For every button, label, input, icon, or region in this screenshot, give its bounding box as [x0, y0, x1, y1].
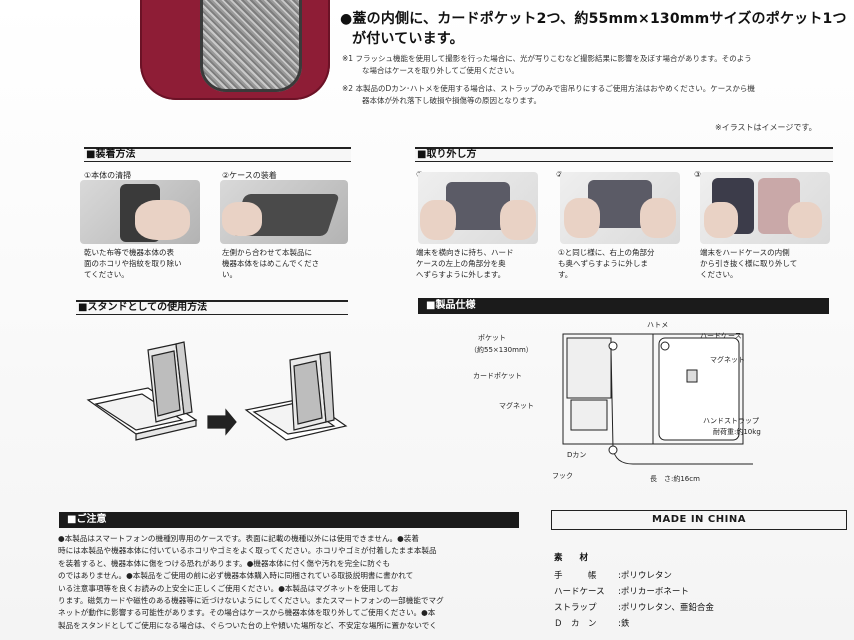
caution-text: ●本製品はスマートフォンの機種別専用のケースです。表面に記載の機種以外には使用で… — [58, 533, 528, 632]
spec-section-header: ■製品仕様 — [418, 298, 829, 314]
remove-step2-photo — [560, 172, 680, 244]
material-value: :鉄 — [618, 619, 630, 629]
material-label: ストラップ — [554, 603, 597, 613]
spec-diagram — [553, 326, 763, 476]
remove-step3-photo — [700, 172, 830, 244]
spec-hard-case-label: ハードケース — [700, 332, 742, 340]
phone-device — [446, 182, 510, 230]
material-label: Ｄ カ ン — [554, 619, 597, 629]
remove-step2-text-c: す。 — [558, 270, 573, 279]
remove-step1-photo — [418, 172, 538, 244]
case-photo — [140, 0, 330, 100]
hand-graphic — [564, 198, 600, 238]
remove-step1-text-a: 端末を横向きに持ち、ハード — [416, 248, 514, 257]
material-value: :ポリウレタン — [618, 571, 672, 581]
hand-graphic — [640, 198, 676, 238]
caution-section-header: ■ご注意 — [59, 512, 519, 528]
feature-bullet: ●蓋の内側に、カードポケット2つ、約55mm×130mmサイズのポケット1つ — [340, 11, 847, 27]
caution-line: 時には本製品や機器本体に付いているホコリやゴミをよく取ってください。ホコリやゴミ… — [58, 546, 437, 556]
mount-step2-text-b: 機器本体をはめこんでくださ — [222, 259, 320, 268]
remove-step2-label: ② — [556, 170, 563, 179]
remove-step3-text-a: 端末をハードケースの内側 — [700, 248, 790, 257]
material-label: 手 帳 — [554, 571, 597, 581]
note-flash-1: ※1 フラッシュ機能を使用して撮影を行った場合に、光が写りこむなど撮影結果に影響… — [342, 54, 752, 63]
mount-section-header: ■装着方法 — [84, 147, 351, 162]
spec-length-label: 長 さ:約16cm — [650, 475, 700, 483]
hand-graphic — [135, 200, 190, 240]
material-value: :ポリウレタン、亜鉛合金 — [618, 603, 714, 613]
note-dkan-2: 器本体が外れ落下し破損や損傷等の原因となります。 — [362, 96, 542, 105]
spec-hand-strap-label: ハンドストラップ — [703, 417, 759, 425]
stand-section-header: ■スタンドとしての使用方法 — [76, 300, 348, 315]
remove-step1-text-b: ケースの左上の角部分を奥 — [416, 259, 506, 268]
spec-load-label: 耐荷重:約10kg — [713, 428, 761, 436]
illustration-note: ※イラストはイメージです。 — [715, 123, 817, 132]
hand-graphic — [420, 200, 456, 240]
mount-step2-text-c: い。 — [222, 270, 237, 279]
spec-dkan-label: Dカン — [567, 451, 587, 459]
remove-step3-text-b: から引き抜く様に取り外して — [700, 259, 798, 268]
mount-step1-photo — [80, 180, 200, 244]
caution-line: 製品をスタンドとしてご使用になる場合は、ぐらついた台の上や傾いた場所など、不安定… — [58, 620, 437, 630]
mount-step2-label: ②ケースの装着 — [222, 171, 277, 180]
mount-step2-text-a: 左側から合わせて本製品に — [222, 248, 312, 257]
spec-magnet-left-label: マグネット — [499, 402, 534, 410]
remove-step3-label: ③ — [694, 170, 702, 179]
material-label: ハードケース — [554, 587, 605, 597]
spec-hatome-label: ハトメ — [647, 321, 669, 329]
spec-card-pocket-label: カードポケット — [473, 372, 522, 380]
mount-step2-photo — [220, 180, 348, 244]
caution-line: ります。磁気カードや磁性のある機器等に近づけないようにしてください。またスマート… — [58, 595, 444, 605]
remove-step1-text-c: へずらすように外します。 — [416, 270, 506, 279]
spec-pocket-size-label: （約55×130mm） — [470, 346, 533, 354]
hand-graphic — [788, 202, 822, 238]
remove-step3-text-c: ください。 — [700, 270, 738, 279]
caution-line: を装着すると、機器本体に傷をつける恐れがあります。●機器本体に付く傷や汚れを完全… — [58, 558, 391, 568]
remove-step2-text-b: も奥へずらすように外しま — [558, 259, 648, 268]
hand-graphic — [222, 202, 262, 236]
spec-magnet-right-label: マグネット — [710, 356, 745, 364]
note-dkan-1: ※2 本製品のDカン･ハトメを使用する場合は、ストラップのみで宙吊りにするご使用… — [342, 84, 755, 93]
mount-step1-text-a: 乾いた布等で機器本体の表 — [84, 248, 174, 257]
caution-line: いる注意事項等を良くお読みの上安全に正しくご使用ください。●本製品はマグネットを… — [58, 583, 399, 593]
mount-step1-text-c: てください。 — [84, 270, 129, 279]
feature-bullet-cont: が付いています。 — [352, 31, 464, 47]
made-in-label: MADE IN CHINA — [551, 510, 847, 530]
spec-hook-label: フック — [552, 472, 573, 480]
caution-line: のではありません。●本製品をご使用の前に必ず機器本体購入時に同梱されている取扱説… — [58, 571, 414, 581]
mount-step1-text-b: 面のホコリや指紋を取り除い — [84, 259, 182, 268]
caution-line: ネットが動作に影響する可能性があります。その場合はケースから機器本体を取り外して… — [58, 608, 436, 618]
remove-step2-text-a: ①と同じ様に、右上の角部分 — [558, 248, 655, 257]
caution-line: ●本製品はスマートフォンの機種別専用のケースです。表面に記載の機種以外には使用で… — [58, 534, 419, 543]
hand-graphic — [704, 202, 738, 238]
note-flash-2: な場合はケースを取り外してご使用ください。 — [362, 66, 519, 75]
material-value: :ポリカーボネート — [618, 587, 689, 597]
materials-header: 素 材 — [554, 553, 589, 563]
mount-step1-label: ①本体の清掃 — [84, 171, 132, 180]
glitter-back-panel — [200, 0, 302, 92]
hand-graphic — [500, 200, 536, 240]
stand-diagram — [78, 330, 368, 460]
remove-section-header: ■取り外し方 — [415, 147, 833, 162]
spec-pocket-label: ポケット — [478, 334, 506, 342]
